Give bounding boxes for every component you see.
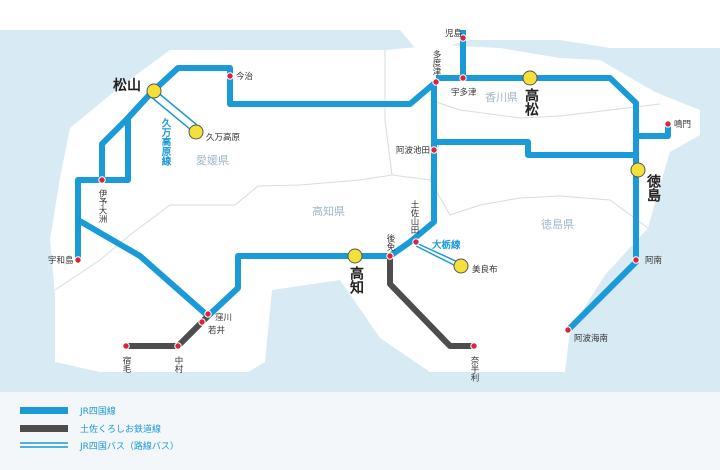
jr-line-uwajima: [76, 217, 210, 319]
station-naruto: [664, 120, 672, 128]
bus-route-kuma-kogen-a: [149, 95, 192, 131]
label-kojima: 児島: [445, 28, 463, 39]
bus-routes: [149, 90, 461, 269]
bus-route-kuma-kogen-b: [155, 90, 198, 126]
label-kochi: 高知: [348, 265, 364, 295]
station-awa-ikeda: [430, 146, 438, 154]
station-tokushima: [630, 162, 646, 178]
label-naruto: 鳴門: [674, 119, 691, 130]
station-nakamura: [174, 342, 182, 350]
station-kumakogen: [188, 124, 204, 140]
pref-kagawa: 香川県: [485, 91, 518, 104]
station-nahari: [470, 342, 478, 350]
station-gomen: [386, 252, 394, 260]
station-birafu: [453, 258, 469, 274]
tosa-line-gomen-nahari: [387, 256, 474, 349]
jr-line-matsuyama-branch: [75, 89, 155, 260]
honshu-land: [400, 30, 720, 54]
label-wakai: 若井: [208, 325, 225, 336]
station-awa-kainan: [564, 326, 572, 334]
label-kubokawa: 窪川: [215, 312, 232, 323]
label-nakamura: 中村: [173, 355, 183, 373]
label-tosa-yamada: 土佐山田: [409, 199, 419, 235]
pref-ehime: 愛媛県: [196, 153, 229, 167]
shikoku-land: [50, 45, 700, 372]
label-tadotsu: 多度津: [431, 49, 441, 76]
station-matsuyama: [146, 83, 162, 99]
label-bus-ootochi: 大栃線: [432, 239, 461, 251]
station-takamatsu: [522, 70, 538, 86]
label-sukumo: 宿毛: [121, 355, 131, 373]
legend-swatch-jr: [20, 407, 68, 414]
legend-swatch-tosa: [20, 425, 68, 432]
label-uwajima: 宇和島: [48, 255, 74, 266]
label-tokushima: 徳島: [645, 173, 662, 203]
station-tosa-yamada: [412, 238, 420, 246]
legend-label-bus: JR四国バス（路線バス）: [79, 440, 179, 452]
pref-kochi: 高知県: [312, 204, 345, 218]
label-takamatsu: 高松: [523, 87, 539, 117]
station-imabari: [226, 72, 234, 80]
station-kubokawa: [204, 310, 212, 318]
station-utazu: [459, 74, 467, 82]
label-kumakogen: 久万高原: [206, 132, 240, 143]
label-awa-ikeda: 阿波池田: [396, 145, 430, 156]
station-tadotsu: [432, 78, 440, 86]
station-kojima: [459, 34, 467, 42]
legend: JR四国線 土佐くろしお鉄道線 JR四国バス（路線バス）: [20, 405, 179, 452]
label-birafu: 美良布: [472, 264, 498, 275]
station-uwajima: [74, 256, 82, 264]
label-bus-kuma-kogen: 久万高原線: [160, 117, 173, 166]
jr-line-kochi-west: [205, 253, 390, 319]
pref-tokushima: 徳島県: [541, 217, 574, 231]
jr-line-tokushima-line: [434, 139, 636, 158]
station-wakai: [198, 318, 206, 326]
legend-label-jr: JR四国線: [79, 405, 116, 417]
station-sukumo: [122, 342, 130, 350]
station-iyo-ozu: [98, 176, 106, 184]
jr-line-yosan-west: [99, 65, 438, 180]
bus-route-ootochi-b: [415, 245, 461, 269]
station-anan: [632, 256, 640, 264]
jr-line-naruto: [636, 124, 671, 139]
major-stations: [146, 70, 646, 274]
label-imabari: 今治: [236, 71, 254, 82]
minor-stations: [74, 34, 672, 350]
label-gomen: 後免: [385, 233, 395, 252]
legend-label-tosa: 土佐くろしお鉄道線: [80, 423, 161, 435]
legend-area: [0, 392, 720, 470]
label-anan: 阿南: [645, 255, 662, 266]
label-utazu: 宇多津: [451, 87, 477, 98]
bus-route-ootochi-a: [413, 241, 461, 264]
station-kochi: [347, 248, 363, 264]
label-awa-kainan: 阿波海南: [574, 333, 608, 344]
label-nahari: 奈半利: [469, 355, 479, 381]
label-iyo-ozu: 伊予大洲: [97, 188, 107, 223]
label-matsuyama: 松山: [113, 77, 141, 94]
